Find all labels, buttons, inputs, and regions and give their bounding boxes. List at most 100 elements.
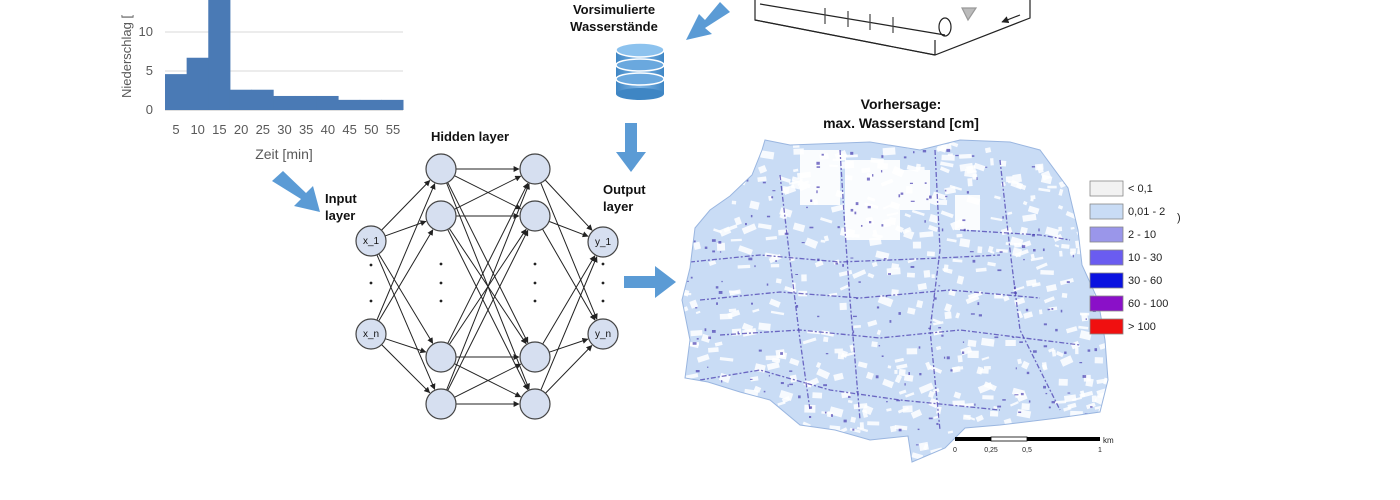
map-flood-cell xyxy=(835,262,838,265)
map-building xyxy=(1021,360,1030,370)
map-building xyxy=(896,363,908,370)
map-building xyxy=(1013,286,1025,292)
map-flood-cell xyxy=(768,374,770,377)
histogram-bar xyxy=(294,95,317,110)
map-building xyxy=(769,298,781,308)
output-layer-label-line1: Output xyxy=(603,182,646,197)
map-flood-cell xyxy=(1060,309,1063,313)
histogram-bar xyxy=(229,89,253,110)
map-building xyxy=(967,339,977,348)
arrow-network-to-map xyxy=(624,266,676,298)
map-flood-cell xyxy=(823,384,828,387)
map-building xyxy=(719,414,728,421)
map-flood-cell xyxy=(1079,362,1083,364)
map-building xyxy=(983,366,991,370)
model-pipe xyxy=(759,3,946,36)
map-building xyxy=(1073,197,1080,204)
map-building xyxy=(990,158,994,166)
map-building xyxy=(1031,434,1040,438)
map-building xyxy=(856,426,869,433)
map-building xyxy=(1005,339,1016,347)
map-building xyxy=(693,241,702,250)
histogram-bar xyxy=(251,89,274,110)
map-flood-cell xyxy=(816,190,818,194)
map-building xyxy=(728,290,739,294)
map-flood-cell xyxy=(966,191,969,194)
map-flood-cell xyxy=(945,195,948,198)
map-building xyxy=(959,238,971,248)
map-flood-cell xyxy=(997,269,1002,272)
map-flood-cell xyxy=(721,443,723,447)
map-building xyxy=(928,213,939,224)
map-flood-cell xyxy=(985,166,988,168)
map-building xyxy=(959,153,972,159)
network-connection xyxy=(384,220,427,237)
map-building xyxy=(697,458,703,462)
map-flood-cell xyxy=(1088,442,1092,445)
map-building xyxy=(898,389,907,395)
map-flood-cell xyxy=(719,251,722,253)
map-flood-cell xyxy=(919,372,922,376)
map-flood-cell xyxy=(941,228,944,232)
map-building xyxy=(916,300,924,309)
map-building xyxy=(1085,402,1096,410)
map-building xyxy=(1061,243,1070,249)
map-flood-cell xyxy=(1090,406,1093,408)
map-building xyxy=(975,267,987,273)
map-flood-cell xyxy=(711,239,716,242)
network-node xyxy=(519,153,551,185)
map-building xyxy=(1070,248,1076,254)
map-building xyxy=(743,145,755,149)
map-flood-cell xyxy=(1051,401,1056,404)
map-flood-cell xyxy=(1023,258,1025,261)
map-building xyxy=(706,161,711,164)
map-building xyxy=(1054,400,1067,404)
map-flood-cell xyxy=(801,242,805,244)
scale-tick: 0 xyxy=(953,447,957,454)
map-building xyxy=(752,308,760,313)
map-building xyxy=(727,309,741,319)
map-building xyxy=(699,429,705,436)
map-flood-cell xyxy=(706,366,709,368)
input-node-last-label: x_n xyxy=(363,329,379,340)
histogram-x-tick: 5 xyxy=(172,122,179,137)
network-connection xyxy=(378,253,434,344)
map-flood-cell xyxy=(1047,308,1051,311)
map-building xyxy=(773,428,786,434)
map-flood-cell xyxy=(795,273,799,276)
map-building xyxy=(1072,165,1085,176)
map-flood-cell xyxy=(898,194,901,198)
map-building xyxy=(917,282,928,291)
map-building xyxy=(1016,408,1032,419)
map-flood-cell xyxy=(1066,281,1070,284)
network-node xyxy=(587,226,619,258)
map-building xyxy=(1002,295,1010,302)
map-building xyxy=(712,174,723,183)
map-building xyxy=(1098,219,1108,226)
map-building xyxy=(956,233,963,238)
map-flood-cell xyxy=(721,380,723,383)
map-flood-cell xyxy=(1067,392,1071,394)
network-connection xyxy=(378,229,434,322)
map-flood-cell xyxy=(969,251,974,253)
map-flood-cell xyxy=(1076,433,1079,436)
map-building xyxy=(894,357,905,363)
network-connection xyxy=(376,254,436,390)
map-flood-cell xyxy=(754,265,756,268)
map-flood-cell xyxy=(970,313,975,315)
flood-forecast-map: Vorhersage: max. Wasserstand [cm] < 0,10… xyxy=(681,96,1181,463)
map-flood-cell xyxy=(888,273,891,275)
map-street xyxy=(689,254,1001,263)
map-flood-cell xyxy=(850,151,854,155)
map-flood-cell xyxy=(1027,422,1031,425)
map-flood-cell xyxy=(971,155,975,157)
map-building xyxy=(1065,326,1078,334)
network-connection xyxy=(447,229,529,391)
map-building xyxy=(839,284,849,291)
map-building xyxy=(1054,244,1060,248)
map-building xyxy=(939,166,950,174)
map-flood-cell xyxy=(1055,328,1058,332)
map-flood-cell xyxy=(830,414,833,417)
